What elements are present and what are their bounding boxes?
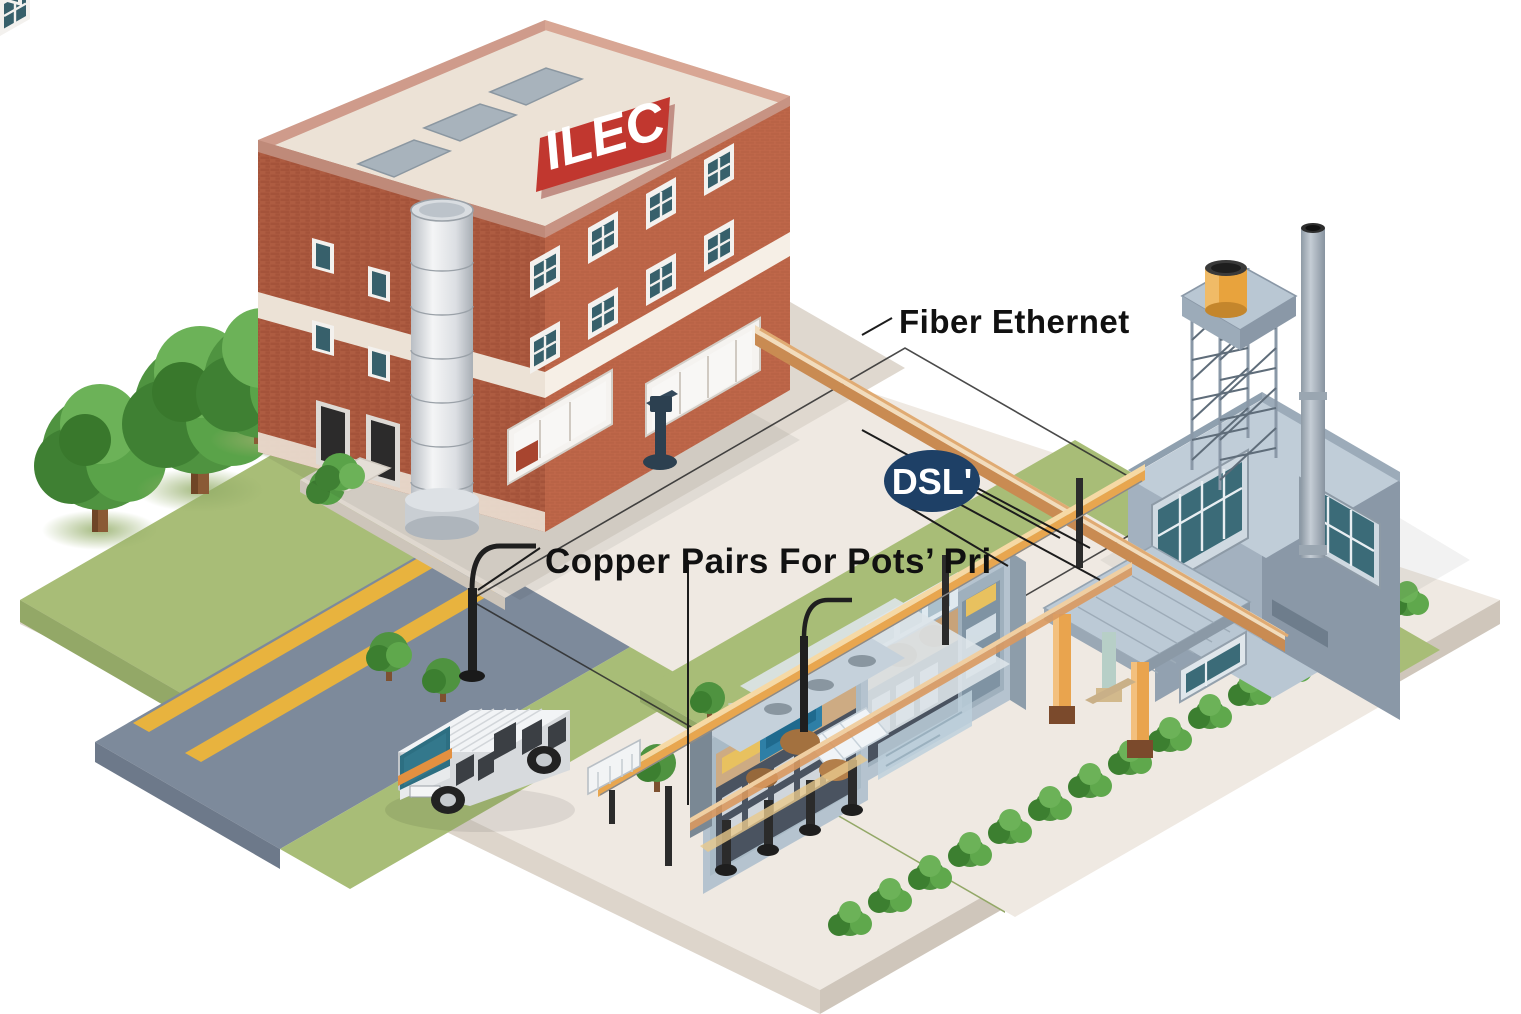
fiber-cable-run — [755, 325, 1289, 652]
road-line-inner — [133, 528, 486, 732]
lattice-tower — [1180, 260, 1298, 490]
leader-fiber — [861, 317, 893, 336]
leader-dsl-2 — [951, 499, 1101, 581]
smokestack — [1299, 223, 1327, 558]
storefront-windows — [507, 316, 761, 486]
street-lamp-right — [800, 597, 852, 732]
roadside-sign — [587, 738, 641, 824]
planter — [315, 453, 392, 493]
road-line-outer — [185, 558, 538, 762]
label-fiber-ethernet: Fiber Ethernet — [899, 303, 1130, 340]
demarcation-box — [643, 390, 678, 470]
central-office-building: ILEC — [0, 0, 800, 600]
leader-dsl-3 — [899, 501, 1009, 567]
road — [95, 528, 630, 869]
label-copper-pairs: Copper Pairs For Pots’ Pri — [545, 542, 992, 581]
copper-cable-run-2 — [690, 562, 1132, 831]
silo — [405, 198, 479, 540]
ilec-sign-plate — [536, 97, 670, 192]
leader-dsl-1 — [961, 479, 1091, 549]
windows-right-face — [0, 0, 736, 376]
dsl-badge-text: DSL' — [892, 461, 973, 502]
dsl-badge: DSL' — [884, 450, 980, 512]
roof-skylights — [355, 67, 585, 178]
street-lamp-left — [459, 543, 536, 682]
service-van — [385, 708, 575, 832]
entry-canopy — [1042, 545, 1252, 758]
windows-left-face — [0, 0, 446, 382]
leader-copper-2 — [477, 547, 541, 591]
